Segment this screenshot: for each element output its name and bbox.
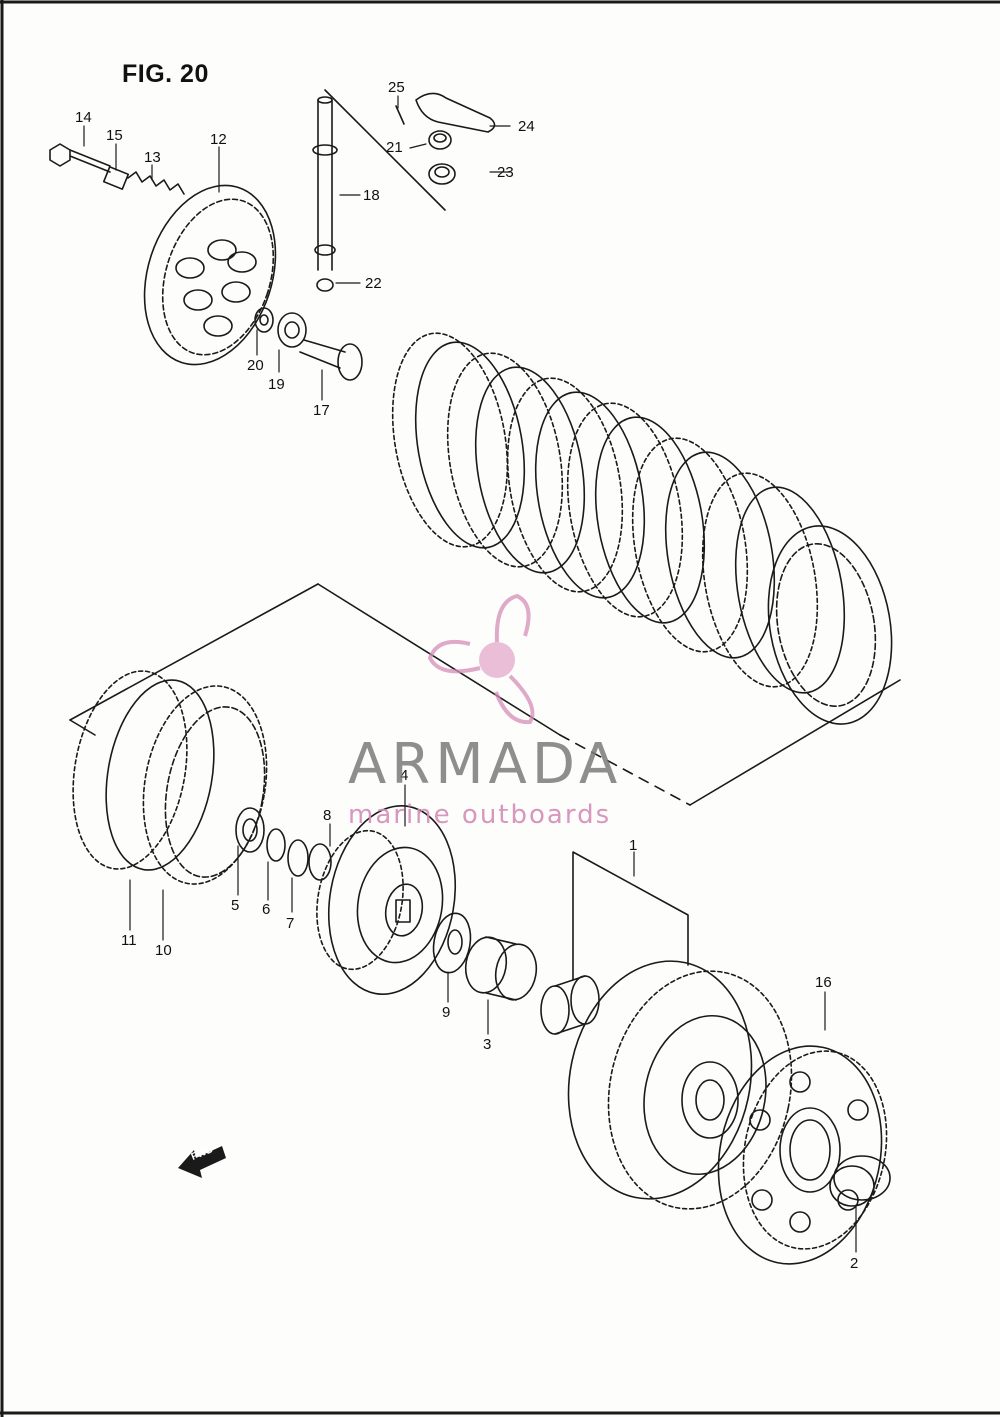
watermark-logo-icon bbox=[427, 593, 535, 725]
figure-title: FIG. 20 bbox=[122, 60, 209, 88]
clutch-hub-4 bbox=[316, 805, 457, 995]
callout-13: 13 bbox=[144, 149, 161, 166]
callout-19: 19 bbox=[268, 376, 285, 393]
callout-3: 3 bbox=[483, 1036, 492, 1053]
push-piece-group bbox=[254, 307, 363, 381]
plates-10-11 bbox=[72, 670, 268, 885]
callout-15: 15 bbox=[106, 127, 123, 144]
callout-17: 17 bbox=[313, 402, 330, 419]
callout-21: 21 bbox=[386, 139, 403, 156]
callout-2: 2 bbox=[850, 1255, 859, 1272]
callout-16: 16 bbox=[815, 974, 832, 991]
oil-pump-drive-gear-16 bbox=[717, 1045, 888, 1265]
spacer-sleeve bbox=[540, 975, 600, 1035]
release-camshaft-18 bbox=[312, 89, 446, 292]
callout-10: 10 bbox=[155, 942, 172, 959]
callout-12: 12 bbox=[210, 131, 227, 148]
callout-6: 6 bbox=[262, 901, 271, 918]
release-lever-group bbox=[395, 92, 496, 185]
callout-14: 14 bbox=[75, 109, 92, 126]
callout-25: 25 bbox=[388, 79, 405, 96]
callout-23: 23 bbox=[497, 164, 514, 181]
callout-11: 11 bbox=[121, 932, 137, 949]
pressure-plate-12 bbox=[143, 184, 277, 366]
callout-9: 9 bbox=[442, 1004, 451, 1021]
spacer-2 bbox=[829, 1155, 891, 1207]
callout-1: 1 bbox=[629, 837, 638, 854]
watermark-tagline: marine outboards bbox=[348, 800, 612, 830]
callout-8: 8 bbox=[323, 807, 332, 824]
callout-7: 7 bbox=[286, 915, 295, 932]
nut-washer-group bbox=[235, 807, 332, 881]
callout-24: 24 bbox=[518, 118, 535, 135]
primary-driven-gear-1 bbox=[567, 960, 793, 1210]
callout-4: 4 bbox=[400, 767, 409, 784]
callout-22: 22 bbox=[365, 275, 382, 292]
watermark-brand: ARMADA bbox=[348, 732, 623, 797]
callout-18: 18 bbox=[363, 187, 380, 204]
clutch-plate-stack bbox=[391, 332, 893, 725]
callout-20: 20 bbox=[247, 357, 264, 374]
fwd-arrow-icon bbox=[178, 1146, 226, 1178]
bolt-spring-assembly bbox=[49, 143, 185, 195]
thrust-washer-bearing bbox=[432, 912, 538, 1001]
callout-5: 5 bbox=[231, 897, 240, 914]
